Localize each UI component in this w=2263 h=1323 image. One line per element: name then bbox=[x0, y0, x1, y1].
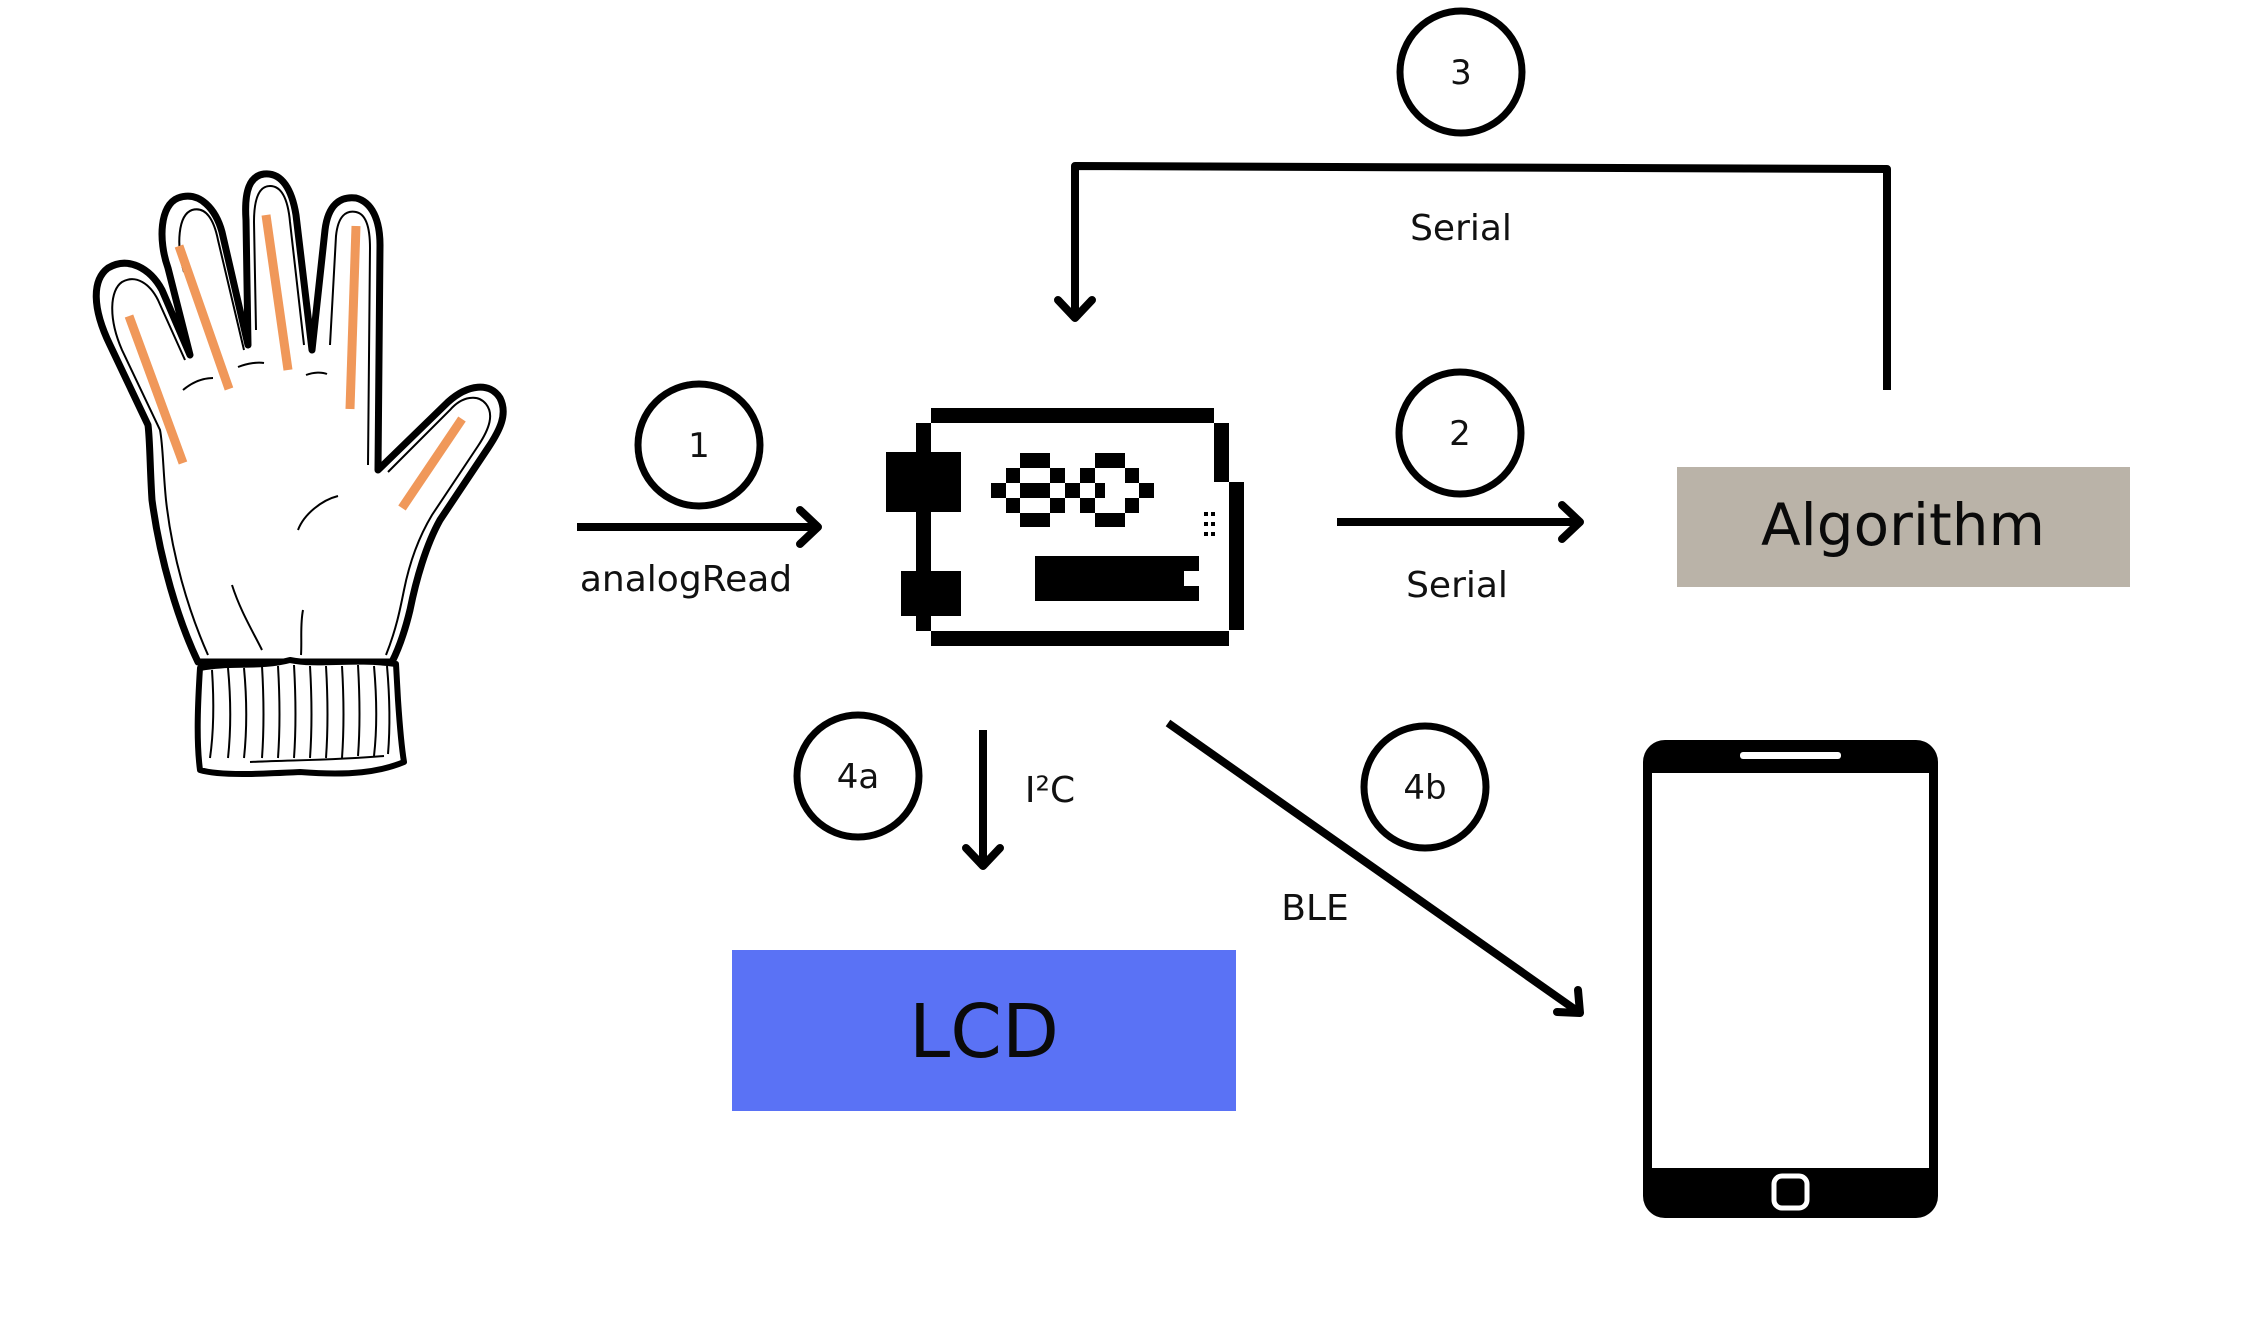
glove-cuff-ribs bbox=[209, 664, 391, 763]
flex-sensors bbox=[124, 214, 466, 511]
chip bbox=[1035, 556, 1199, 601]
glove-crease bbox=[182, 377, 214, 391]
lcd-node[interactable]: LCD bbox=[732, 950, 1236, 1111]
smartphone-icon bbox=[1643, 740, 1938, 1218]
flex-sensor-strip bbox=[345, 225, 361, 410]
edge-label-serial-2: Serial bbox=[1406, 565, 1508, 606]
step-4a-number: 4a bbox=[837, 757, 879, 797]
glove-inner-line bbox=[329, 210, 372, 466]
flex-sensor-strip bbox=[124, 314, 188, 465]
pin-header-dots bbox=[1204, 512, 1215, 536]
glove-inner-line bbox=[385, 396, 492, 656]
glove-cuff bbox=[194, 657, 407, 777]
glove-crease bbox=[305, 371, 328, 376]
arrowhead-icon bbox=[1558, 501, 1584, 543]
arrowhead-icon bbox=[962, 844, 1004, 870]
flex-sensor-strip bbox=[398, 416, 466, 511]
arrows bbox=[577, 162, 1891, 1017]
arrowhead-icon bbox=[1054, 296, 1096, 322]
step-3-badge: 3 bbox=[1396, 7, 1526, 137]
step-4b-number: 4b bbox=[1403, 768, 1446, 808]
arduino-icon bbox=[886, 408, 1244, 646]
step-3-number: 3 bbox=[1450, 53, 1472, 93]
arrowhead-icon bbox=[796, 506, 822, 548]
step-4a-badge: 4a bbox=[793, 711, 923, 841]
glove-crease bbox=[300, 609, 304, 656]
flex-sensor-strip bbox=[261, 214, 293, 371]
glove-inner-line bbox=[252, 184, 305, 346]
arrow-serial-to-arduino bbox=[1071, 162, 1891, 390]
infinity-logo bbox=[991, 453, 1154, 527]
glove-crease bbox=[297, 495, 339, 531]
edge-label-serial-3: Serial bbox=[1410, 208, 1512, 249]
step-1-number: 1 bbox=[688, 426, 710, 466]
arrowhead-icon bbox=[1553, 986, 1584, 1017]
glove-inner-line bbox=[111, 278, 209, 656]
edge-label-analogread: analogRead bbox=[580, 559, 792, 600]
phone-speaker bbox=[1740, 752, 1841, 759]
step-2-badge: 2 bbox=[1395, 368, 1525, 498]
phone-home-button bbox=[1771, 1173, 1810, 1211]
step-2-number: 2 bbox=[1449, 414, 1471, 454]
glove-crease bbox=[237, 361, 265, 368]
lcd-label: LCD bbox=[909, 989, 1059, 1075]
algorithm-label: Algorithm bbox=[1761, 491, 2045, 559]
edge-label-ble: BLE bbox=[1281, 888, 1349, 929]
algorithm-node[interactable]: Algorithm bbox=[1677, 467, 2130, 587]
glove-icon bbox=[92, 170, 507, 777]
flex-sensor-strip bbox=[174, 244, 234, 391]
arrow-ble bbox=[1165, 719, 1583, 1017]
glove-crease bbox=[231, 584, 263, 651]
step-1-badge: 1 bbox=[634, 380, 764, 510]
step-4b-badge: 4b bbox=[1360, 722, 1490, 852]
phone-screen bbox=[1652, 773, 1929, 1168]
edge-label-i2c: I²C bbox=[1025, 770, 1075, 811]
